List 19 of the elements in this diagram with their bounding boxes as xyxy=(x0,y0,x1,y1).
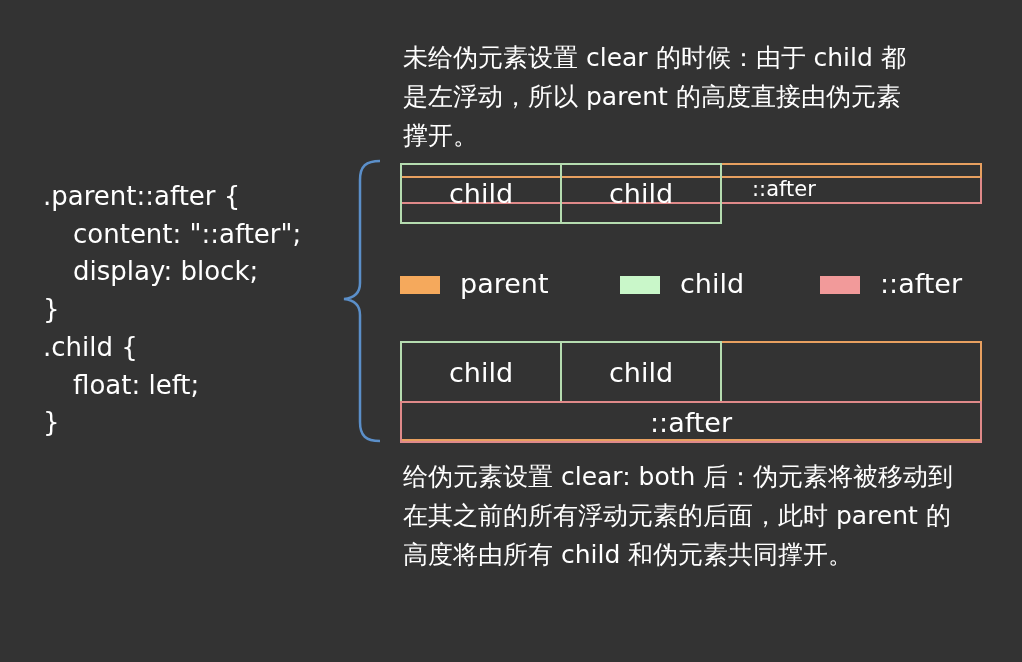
note-paragraph: 给伪元素设置 clear: both 后：伪元素将被移动到在其之前的所有浮动元素的后面，此时 parent 的高度将由所有 child 和伪元素共同撑开。 xyxy=(403,461,955,571)
code-line: float: left; xyxy=(73,368,200,402)
legend-label: child xyxy=(680,267,745,301)
code-line: } xyxy=(43,406,60,440)
float-box: child xyxy=(560,163,722,224)
float-box: child xyxy=(400,341,562,403)
container-box xyxy=(400,341,982,441)
code-line: } xyxy=(43,293,60,327)
float-box: child xyxy=(560,341,722,403)
code-line: content: "::after"; xyxy=(73,217,302,251)
code-line: display: block; xyxy=(73,255,259,289)
container-box xyxy=(400,163,982,178)
legend-label: ::after xyxy=(880,267,963,301)
note-paragraph: 未给伪元素设置 clear 的时候：由于 child 都是左浮动，所以 parent 的高度直接由伪元素撑开。 xyxy=(403,42,907,152)
float-box: child xyxy=(400,163,562,224)
legend-label: parent xyxy=(460,267,549,301)
code-line: .parent::after { xyxy=(43,180,241,213)
code-line: .child { xyxy=(43,330,138,364)
pseudo-element-box: ::after xyxy=(400,401,982,443)
